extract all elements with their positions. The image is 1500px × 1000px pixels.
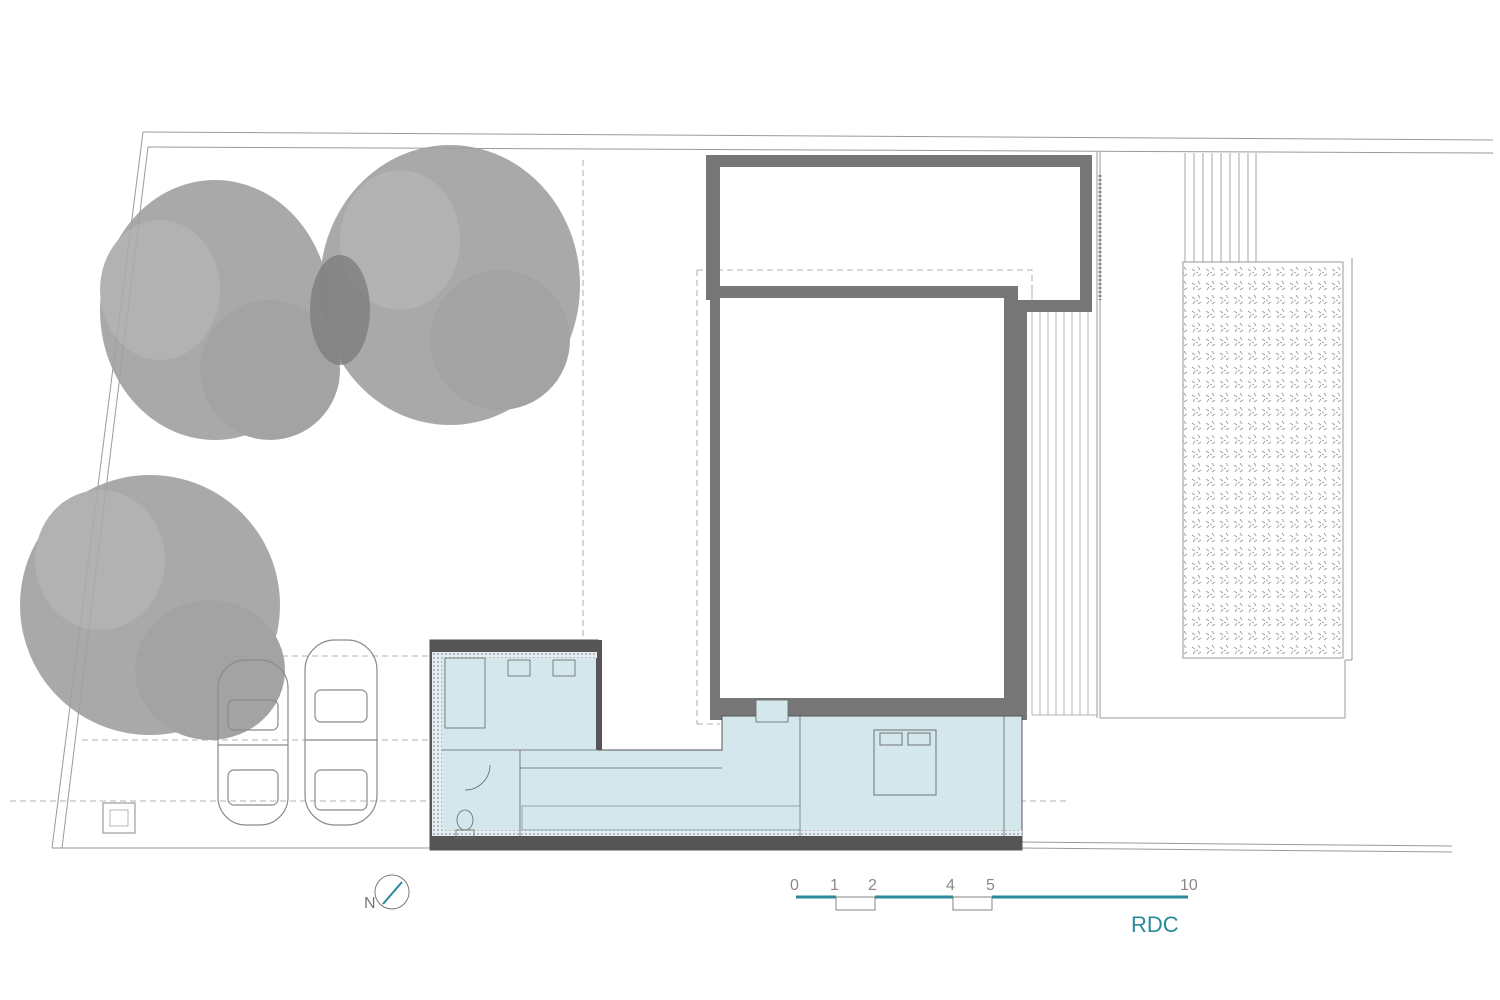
bed-icon (873, 729, 937, 796)
shower (444, 657, 486, 729)
deck-stripes (1031, 290, 1097, 716)
door-swing (464, 764, 491, 791)
scale-tick-4: 4 (946, 877, 955, 894)
scale-tick-0: 0 (790, 877, 799, 894)
car-icon (217, 659, 289, 826)
main-building (706, 155, 1092, 720)
sink-icon (552, 659, 576, 677)
tree-icon (20, 475, 285, 740)
level-label: RDC (1131, 912, 1179, 937)
scale-tick-10: 10 (1180, 877, 1198, 894)
tree-icon (100, 180, 340, 440)
utility-box (102, 802, 136, 834)
compass-label: N (364, 895, 376, 912)
toilet-icon (455, 809, 475, 839)
tree-overlap-shadow (310, 255, 370, 365)
gravel-garden (1182, 261, 1344, 659)
tree-icon (320, 145, 580, 425)
scale-tick-1: 1 (830, 877, 839, 894)
scale-tick-2: 2 (868, 877, 877, 894)
utility-box-inner (109, 809, 129, 827)
north-compass-icon: N (364, 874, 410, 912)
ground-floor-extension (429, 639, 1023, 851)
path-stripes (1184, 153, 1257, 262)
scale-bar: 0 1 2 4 5 10 RDC (790, 877, 1198, 937)
car-icon (304, 639, 378, 826)
scale-tick-5: 5 (986, 877, 995, 894)
sink-icon (507, 659, 531, 677)
